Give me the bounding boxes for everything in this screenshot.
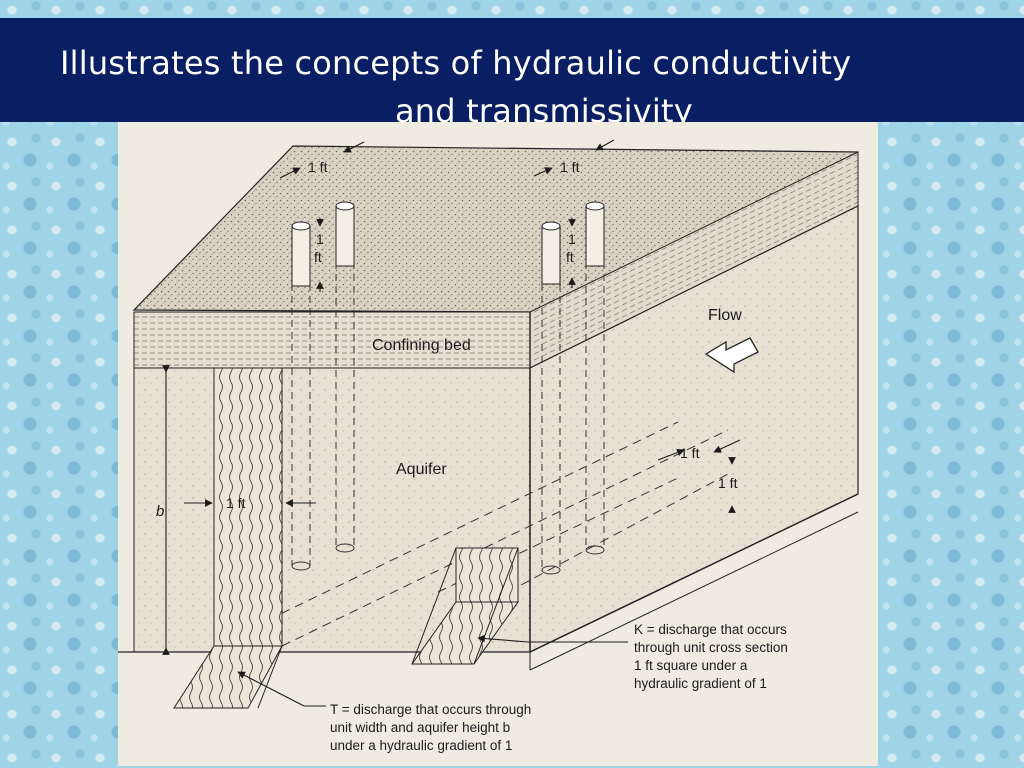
well-pair-right <box>541 201 605 575</box>
k-caption-line: 1 ft square under a <box>634 658 748 673</box>
t-caption: T = discharge that occurs through unit w… <box>330 702 531 753</box>
k-caption: K = discharge that occurs through unit c… <box>634 622 788 691</box>
dim-top-left-height-2: ft <box>314 249 322 265</box>
dim-top-left-width: 1 ft <box>308 159 328 175</box>
dim-top-right-height-2: ft <box>566 249 574 265</box>
k-caption-line: hydraulic gradient of 1 <box>634 676 767 691</box>
t-caption-line: T = discharge that occurs through <box>330 702 531 717</box>
confining-bed-front <box>133 311 531 369</box>
conductivity-prism-front <box>455 547 519 603</box>
dim-top-right-height-1: 1 <box>568 231 576 247</box>
aquifer-diagram: Confining bed Aquifer Flow b 1 ft 1 ft 1… <box>118 122 878 766</box>
flow-label: Flow <box>708 307 742 324</box>
dim-k-height: 1 ft <box>718 475 738 491</box>
well-pair-left <box>291 201 355 571</box>
slide-title-line-1: Illustrates the concepts of hydraulic co… <box>60 44 852 82</box>
flow-arrow-icon <box>704 337 759 374</box>
confining-bed-label: Confining bed <box>372 337 471 354</box>
title-band: Illustrates the concepts of hydraulic co… <box>0 18 1024 130</box>
t-caption-line: under a hydraulic gradient of 1 <box>330 738 512 753</box>
k-caption-line: through unit cross section <box>634 640 788 655</box>
aquifer-height-b-label: b <box>156 503 164 520</box>
t-caption-line: unit width and aquifer height b <box>330 720 510 735</box>
transmissivity-column <box>213 367 283 647</box>
k-caption-line: K = discharge that occurs <box>634 622 787 637</box>
dim-top-right-width: 1 ft <box>560 159 580 175</box>
dim-aquifer-width: 1 ft <box>226 495 246 511</box>
aquifer-diagram-svg: Confining bed Aquifer Flow b 1 ft 1 ft 1… <box>118 139 859 753</box>
aquifer-label: Aquifer <box>396 461 447 478</box>
transmissivity-base <box>173 645 283 709</box>
perspective-guides <box>213 421 729 647</box>
dim-top-left-height-1: 1 <box>316 231 324 247</box>
dim-k-width: 1 ft <box>680 445 700 461</box>
